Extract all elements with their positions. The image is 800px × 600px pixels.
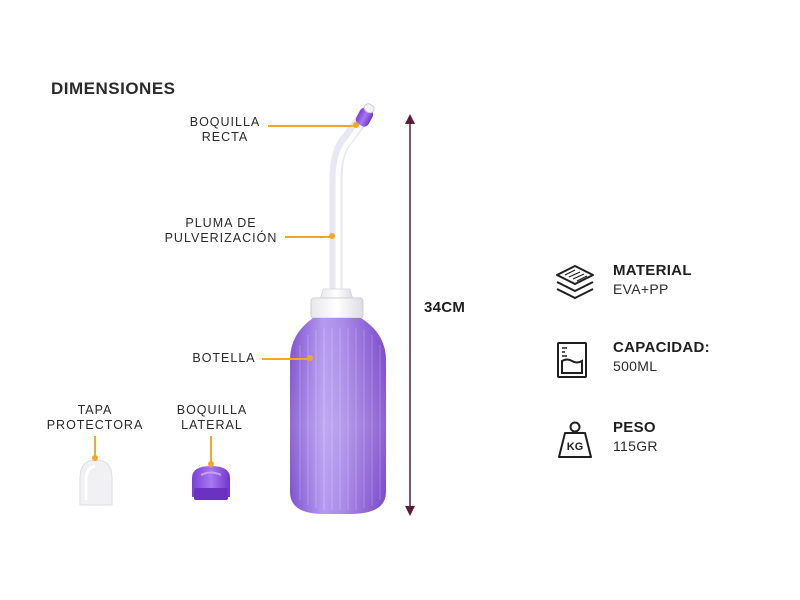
spec-capacity: CAPACIDAD: 500ML	[553, 339, 773, 389]
layers-icon	[556, 265, 594, 299]
weight-icon-text: KG	[567, 441, 584, 453]
spec-capacity-name: CAPACIDAD:	[613, 339, 710, 356]
spec-material-name: MATERIAL	[613, 262, 692, 279]
height-dimension-line	[405, 114, 415, 516]
spec-weight-name: PESO	[613, 419, 656, 436]
label-protective-cap: TAPA PROTECTORA	[46, 403, 144, 432]
leader-line-straight-nozzle	[268, 125, 356, 127]
label-straight-nozzle: BOQUILLA RECTA	[189, 115, 261, 144]
weight-kg-icon: KG	[558, 421, 592, 458]
bottle-ribs	[299, 328, 381, 510]
label-bottle: BOTELLA	[192, 351, 256, 365]
measuring-cup-icon	[557, 342, 587, 378]
label-side-nozzle: BOQUILLA LATERAL	[176, 403, 248, 432]
leader-dot-straight-nozzle	[353, 122, 359, 128]
leader-dot-side-nozzle	[208, 461, 214, 467]
spec-capacity-value: 500ML	[613, 358, 658, 374]
leader-line-spray-wand	[285, 236, 331, 238]
label-spray-wand: PLUMA DE PULVERIZACIÓN	[164, 216, 278, 245]
protective-cap	[79, 459, 113, 506]
bottle-collar	[310, 297, 364, 319]
spec-material: MATERIAL EVA+PP	[553, 262, 773, 312]
leader-line-protective-cap	[94, 436, 96, 458]
leader-line-side-nozzle	[210, 436, 212, 464]
spec-weight: KG PESO 115GR	[553, 419, 773, 469]
height-label: 34CM	[424, 299, 466, 316]
side-nozzle	[192, 466, 230, 500]
leader-dot-protective-cap	[92, 455, 98, 461]
leader-dot-spray-wand	[329, 233, 335, 239]
leader-line-bottle	[262, 358, 310, 360]
leader-dot-bottle	[307, 355, 313, 361]
spec-material-value: EVA+PP	[613, 281, 669, 297]
straight-nozzle-tip	[355, 103, 375, 127]
page-title: DIMENSIONES	[51, 79, 176, 98]
spec-weight-value: 115GR	[613, 438, 658, 454]
